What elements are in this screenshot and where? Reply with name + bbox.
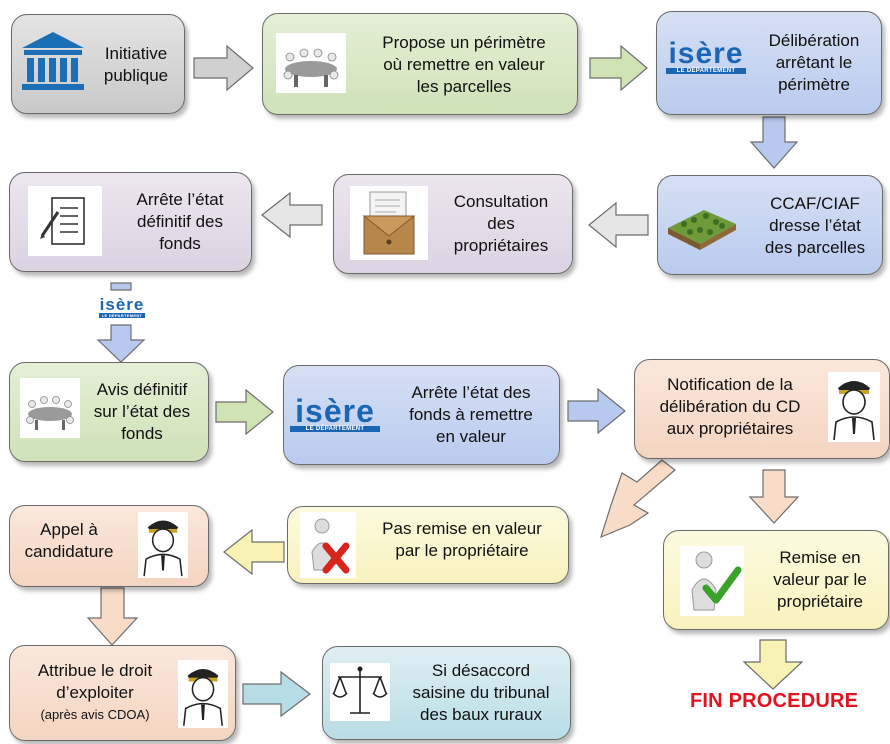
notification-line-1: Notification de la <box>667 375 793 394</box>
arrow-notification-to-pas-remise <box>600 459 676 539</box>
official-person-icon <box>828 372 880 442</box>
arrow-avis-to-arrete-fonds <box>215 388 274 436</box>
notification-line-3: aux propriétaires <box>666 419 794 438</box>
arrow-appel-to-attribue <box>86 587 139 646</box>
deliberation-line-3: périmètre <box>778 75 850 94</box>
appel-text: Appel à candidature <box>14 516 124 566</box>
avis-line-2: sur l’état des <box>93 402 191 421</box>
arrete-definitif-line-3: fonds <box>159 234 201 253</box>
initiative-line-2: publique <box>103 66 169 85</box>
person-cross-icon <box>300 512 356 578</box>
arrow-pas-remise-to-appel <box>223 528 285 576</box>
deliberation-line-2: arrêtant le <box>775 53 853 72</box>
official-person-icon-2 <box>138 512 188 578</box>
isere-logo-2: isère LE DÉPARTEMENT <box>290 393 380 432</box>
checklist-icon <box>28 186 102 256</box>
consultation-line-1: Consultation <box>453 192 549 211</box>
consultation-line-2: des <box>487 214 515 233</box>
node-deliberation <box>656 11 882 115</box>
isere-logo-2-band: LE DÉPARTEMENT <box>290 426 380 432</box>
arrow-initiative-to-propose <box>193 44 254 92</box>
appel-line-2: candidature <box>24 542 114 561</box>
arrete-fonds-line-2: fonds à remettre <box>409 405 533 424</box>
envelope-icon <box>350 186 428 260</box>
propose-line-3: les parcelles <box>416 77 512 96</box>
attribue-note: (après avis CDOA) <box>40 707 150 722</box>
arrow-remise-to-end <box>742 639 804 690</box>
isere-logo-band: LE DÉPARTEMENT <box>666 68 746 74</box>
node-arrete-fonds <box>283 365 560 465</box>
isere-logo-small: isère LE DÉPARTEMENT <box>99 296 145 318</box>
propose-text: Propose un périmètre où remettre en vale… <box>355 30 573 100</box>
appel-line-1: Appel à <box>40 520 98 539</box>
arrow-propose-to-deliberation <box>589 44 648 92</box>
meeting-table-icon-2 <box>20 378 80 438</box>
pas-remise-line-2: par le propriétaire <box>395 541 529 560</box>
arrete-definitif-line-2: définitif des <box>137 212 223 231</box>
pas-remise-line-1: Pas remise en valeur <box>382 519 542 538</box>
desaccord-line-1: Si désaccord <box>431 661 531 680</box>
scales-of-justice-icon <box>330 663 390 721</box>
arrow-attribue-to-desaccord <box>242 670 311 718</box>
ccaf-line-1: CCAF/CIAF <box>770 194 860 213</box>
avis-text: Avis définitif sur l’état des fonds <box>80 377 204 447</box>
arrete-definitif-text: Arrête l’état définitif des fonds <box>114 187 246 257</box>
desaccord-line-3: des baux ruraux <box>420 705 542 724</box>
deliberation-line-1: Délibération <box>768 31 860 50</box>
terrain-icon <box>664 192 740 254</box>
node-desaccord <box>322 646 571 740</box>
ccaf-text: CCAF/CIAF dresse l’état des parcelles <box>752 191 878 261</box>
initiative-line-1: Initiative <box>104 44 168 63</box>
avis-line-3: fonds <box>121 424 163 443</box>
arrow-notification-to-remise <box>748 469 800 524</box>
isere-logo: isère LE DÉPARTEMENT <box>666 37 746 74</box>
propose-line-1: Propose un périmètre <box>382 33 546 52</box>
meeting-table-icon <box>276 33 346 93</box>
arrow-consultation-to-arrete <box>261 191 323 239</box>
arrete-fonds-line-1: Arrête l’état des <box>411 383 531 402</box>
consultation-line-3: propriétaires <box>453 236 549 255</box>
arrow-ccaf-to-consultation <box>588 201 649 249</box>
notification-text: Notification de la délibération du CD au… <box>640 372 820 442</box>
arrow-arrete-to-avis <box>110 282 132 291</box>
initiative-text: Initiative publique <box>92 40 180 90</box>
avis-line-1: Avis définitif <box>96 380 188 399</box>
notification-line-2: délibération du CD <box>659 397 801 416</box>
isere-logo-small-band: LE DÉPARTEMENT <box>99 313 145 318</box>
attribue-text: Attribue le droit d’exploiter (après avi… <box>12 654 178 732</box>
deliberation-text: Délibération arrêtant le périmètre <box>750 28 878 98</box>
remise-line-1: Remise en <box>779 548 861 567</box>
arrow-deliberation-to-ccaf <box>749 116 799 169</box>
pas-remise-text: Pas remise en valeur par le propriétaire <box>360 515 564 565</box>
end-label: FIN PROCEDURE <box>690 690 859 712</box>
ccaf-line-2: dresse l’état <box>769 216 861 235</box>
arrete-fonds-text: Arrête l’état des fonds à remettre en va… <box>386 380 556 450</box>
remise-line-2: valeur par le <box>773 570 867 589</box>
desaccord-text: Si désaccord saisine du tribunal des bau… <box>396 658 566 728</box>
desaccord-line-2: saisine du tribunal <box>412 683 550 702</box>
arrete-definitif-line-1: Arrête l’état <box>136 190 224 209</box>
arrow-logo-to-avis <box>96 324 146 363</box>
ccaf-line-3: des parcelles <box>764 238 866 257</box>
person-check-icon <box>680 546 744 616</box>
official-person-icon-3 <box>178 660 228 728</box>
remise-line-3: propriétaire <box>777 592 863 611</box>
arrow-arrete-fonds-to-notification <box>567 387 626 435</box>
isere-logo-word: isère <box>668 37 744 70</box>
remise-text: Remise en valeur par le propriétaire <box>756 545 884 615</box>
arrete-fonds-line-3: en valeur <box>436 427 506 446</box>
isere-logo-small-word: isère <box>99 295 145 314</box>
propose-line-2: où remettre en valeur <box>383 55 545 74</box>
building-icon <box>18 30 88 96</box>
isere-logo-2-word: isère <box>295 393 375 429</box>
consultation-text: Consultation des propriétaires <box>436 189 566 259</box>
attribue-line-1: Attribue le droit <box>37 661 153 680</box>
attribue-line-2: d’exploiter <box>56 683 134 702</box>
